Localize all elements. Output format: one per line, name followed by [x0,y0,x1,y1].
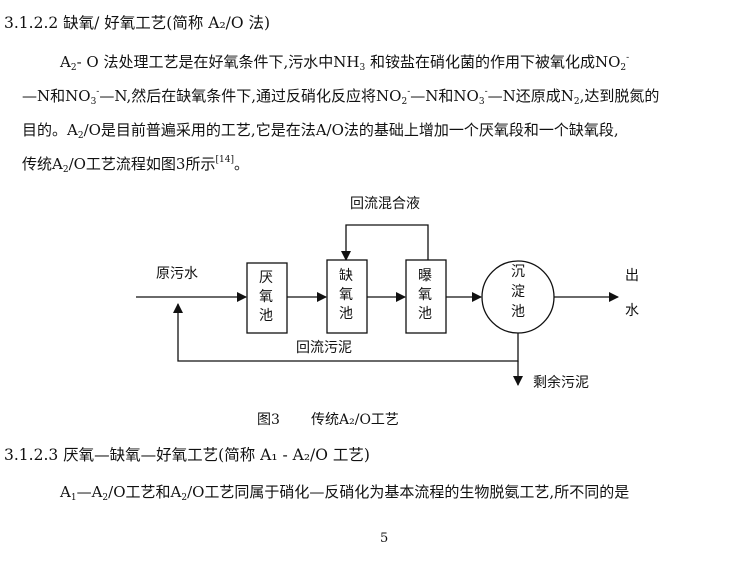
clarifier-char-2: 淀 [511,284,525,300]
aerobic-tank-char-2: 氧 [418,287,432,303]
anaerobic-tank [246,262,288,334]
paragraph-1-line-1: A2- O 法处理工艺是在好氧条件下,污水中NH3 和铵盐在硝化菌的作用下被氧化… [60,53,630,73]
figure-caption-text: 传统A₂/O工艺 [311,412,399,428]
anaerobic-tank-char-2: 氧 [259,289,273,305]
top-border [0,0,750,2]
paragraph-1-line-3: 目的。A2/O是目前普遍采用的工艺,它是在法A/O法的基础上增加一个厌氧段和一个… [22,121,619,141]
anoxic-tank [326,259,368,334]
excess-sludge-label: 剩余污泥 [533,374,589,391]
aerobic-tank [405,259,447,334]
anaerobic-tank-char-3: 池 [259,308,273,324]
a2o-process-diagram: 回流混合液 原污水 厌 氧 池 缺 氧 池 曝 氧 池 沉 淀 池 出 水 回流… [136,196,639,428]
return-sludge-label: 回流污泥 [296,340,352,356]
return-sludge-arrow [173,303,519,362]
recycle-mixed-liquor-label: 回流混合液 [350,196,420,212]
effluent-char-2: 水 [625,303,639,319]
paragraph-1-line-2: —N和NO3-—N,然后在缺氧条件下,通过反硝化反应将NO2-—N和NO3-—N… [22,87,660,107]
anoxic-tank-char-2: 氧 [339,287,353,303]
aerobic-tank-char-3: 池 [418,306,432,322]
paragraph-2-line-1: A1—A2/O工艺和A2/O工艺同属于硝化—反硝化为基本流程的生物脱氨工艺,所不… [60,483,630,503]
figure-caption-number: 图3 [257,412,280,428]
anoxic-tank-char-3: 池 [339,306,353,322]
paragraph-1-line-4: 传统A2/O工艺流程如图3所示[14]。 [22,155,249,175]
page-number: 5 [380,531,389,546]
aerobic-tank-char-1: 曝 [418,268,432,284]
clarifier-char-3: 池 [511,304,525,320]
recycle-liquid-arrow [341,224,429,261]
influent-label: 原污水 [156,266,198,282]
section-heading-3-1-2-2: 3.1.2.2 缺氧/ 好氧工艺(简称 A₂/O 法) [4,14,271,32]
anaerobic-tank-char-1: 厌 [259,270,273,286]
section-heading-3-1-2-3: 3.1.2.3 厌氧—缺氧—好氧工艺(简称 A₁ - A₂/O 工艺) [4,446,370,464]
effluent-char-1: 出 [625,268,639,284]
anoxic-tank-char-1: 缺 [339,268,353,284]
clarifier-char-1: 沉 [511,264,525,280]
